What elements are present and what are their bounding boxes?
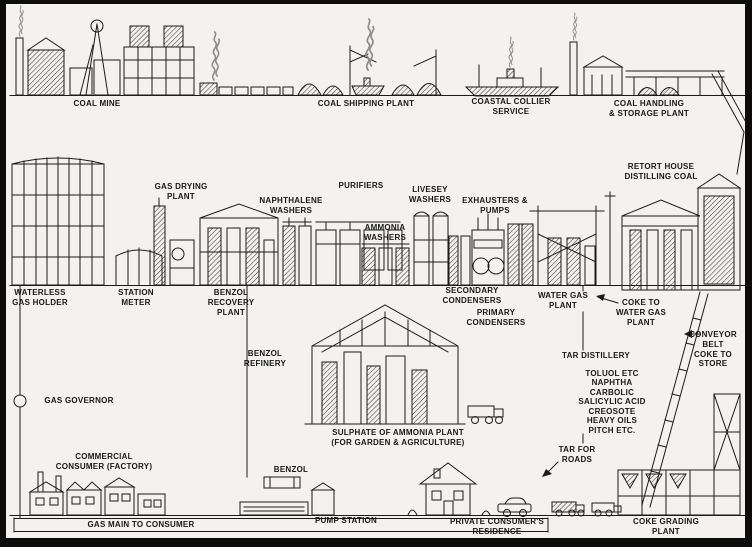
coastal-collier-illustration (464, 36, 560, 97)
frame-edge-left (0, 0, 6, 547)
purifiers-illustration (315, 221, 403, 286)
station-meter-illustration (115, 247, 163, 286)
coal-train-illustration (199, 31, 294, 96)
coal-mine-illustration (15, 5, 195, 96)
coke-grading-plant-illustration (617, 393, 741, 516)
ground-and-pipes (9, 95, 746, 533)
water-gas-plant-illustration (529, 191, 616, 286)
gas-governor-symbol (13, 394, 27, 408)
coke-trucks-illustration (551, 501, 622, 517)
livesey-washers-illustration (413, 211, 449, 286)
frame-edge-top (0, 0, 752, 4)
sulphate-of-ammonia-plant-illustration (304, 304, 504, 425)
waterless-gas-holder-illustration (11, 156, 105, 286)
naphthalene-washers-illustration (282, 217, 312, 286)
retort-house-illustration (621, 173, 742, 291)
factory-illustration (28, 471, 166, 516)
frame-edge-bottom (0, 538, 752, 547)
pump-station-illustration (239, 476, 336, 516)
primary-condensers-illustration (507, 223, 534, 286)
coal-handling-plant-illustration (569, 12, 749, 175)
secondary-condensers-illustration (448, 235, 471, 286)
flow-arrows (542, 294, 701, 477)
coal-shipping-plant-illustration (297, 18, 442, 96)
residence-illustration (407, 462, 532, 517)
frame-edge-right (745, 0, 752, 547)
exhausters-pumps-illustration (471, 213, 505, 286)
benzol-recovery-plant-illustration (199, 203, 279, 286)
gas-drying-plant-illustration (153, 197, 195, 286)
